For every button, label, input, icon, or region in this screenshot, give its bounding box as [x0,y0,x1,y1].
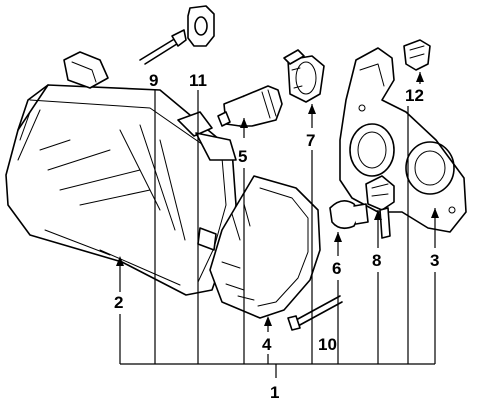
callout-7: 7 [306,131,315,150]
retaining-clip [403,39,431,71]
arrowheads [116,72,439,326]
bulb-socket [365,175,395,239]
callout-3: 3 [430,251,439,270]
callout-12: 12 [405,86,424,105]
callout-1: 1 [270,383,279,402]
small-bulb [329,200,369,230]
callout-10: 10 [318,335,337,354]
callout-11: 11 [189,71,207,90]
retaining-ring [283,49,325,103]
callout-2: 2 [114,293,123,312]
headlamp-bulb [217,85,283,127]
callout-6: 6 [332,259,341,278]
adjusting-screw [139,29,187,65]
turn-signal-lamp [209,175,321,319]
callout-9: 9 [149,71,158,90]
headlamp-assembly [5,51,237,296]
callout-labels: 1 2 3 4 5 6 7 8 9 10 11 12 [114,71,439,402]
socket-cap [187,5,215,47]
callout-5: 5 [238,147,247,166]
callout-8: 8 [372,251,381,270]
callout-4: 4 [262,335,272,354]
mounting-bolt [287,295,343,331]
